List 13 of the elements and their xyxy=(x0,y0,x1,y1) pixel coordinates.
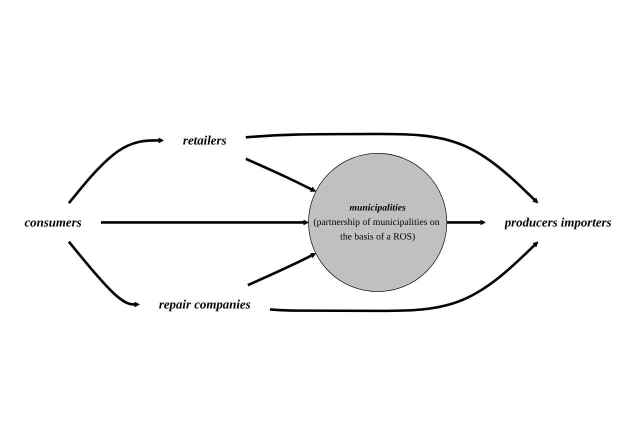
arrow xyxy=(68,138,164,204)
arrow xyxy=(68,240,140,308)
node-text: retailers xyxy=(182,133,227,148)
node-text: producers importers xyxy=(504,215,612,230)
arrow xyxy=(270,242,538,312)
arrow xyxy=(246,132,538,204)
arrow xyxy=(247,253,316,286)
arrow xyxy=(446,220,486,226)
arrow xyxy=(245,158,316,192)
node-text: repair companies xyxy=(158,297,251,312)
node-text: consumers xyxy=(24,215,82,230)
arrow xyxy=(100,220,309,226)
node-circle: municipalities (partnership of municipalities on the basis of a ROS) xyxy=(308,153,448,292)
